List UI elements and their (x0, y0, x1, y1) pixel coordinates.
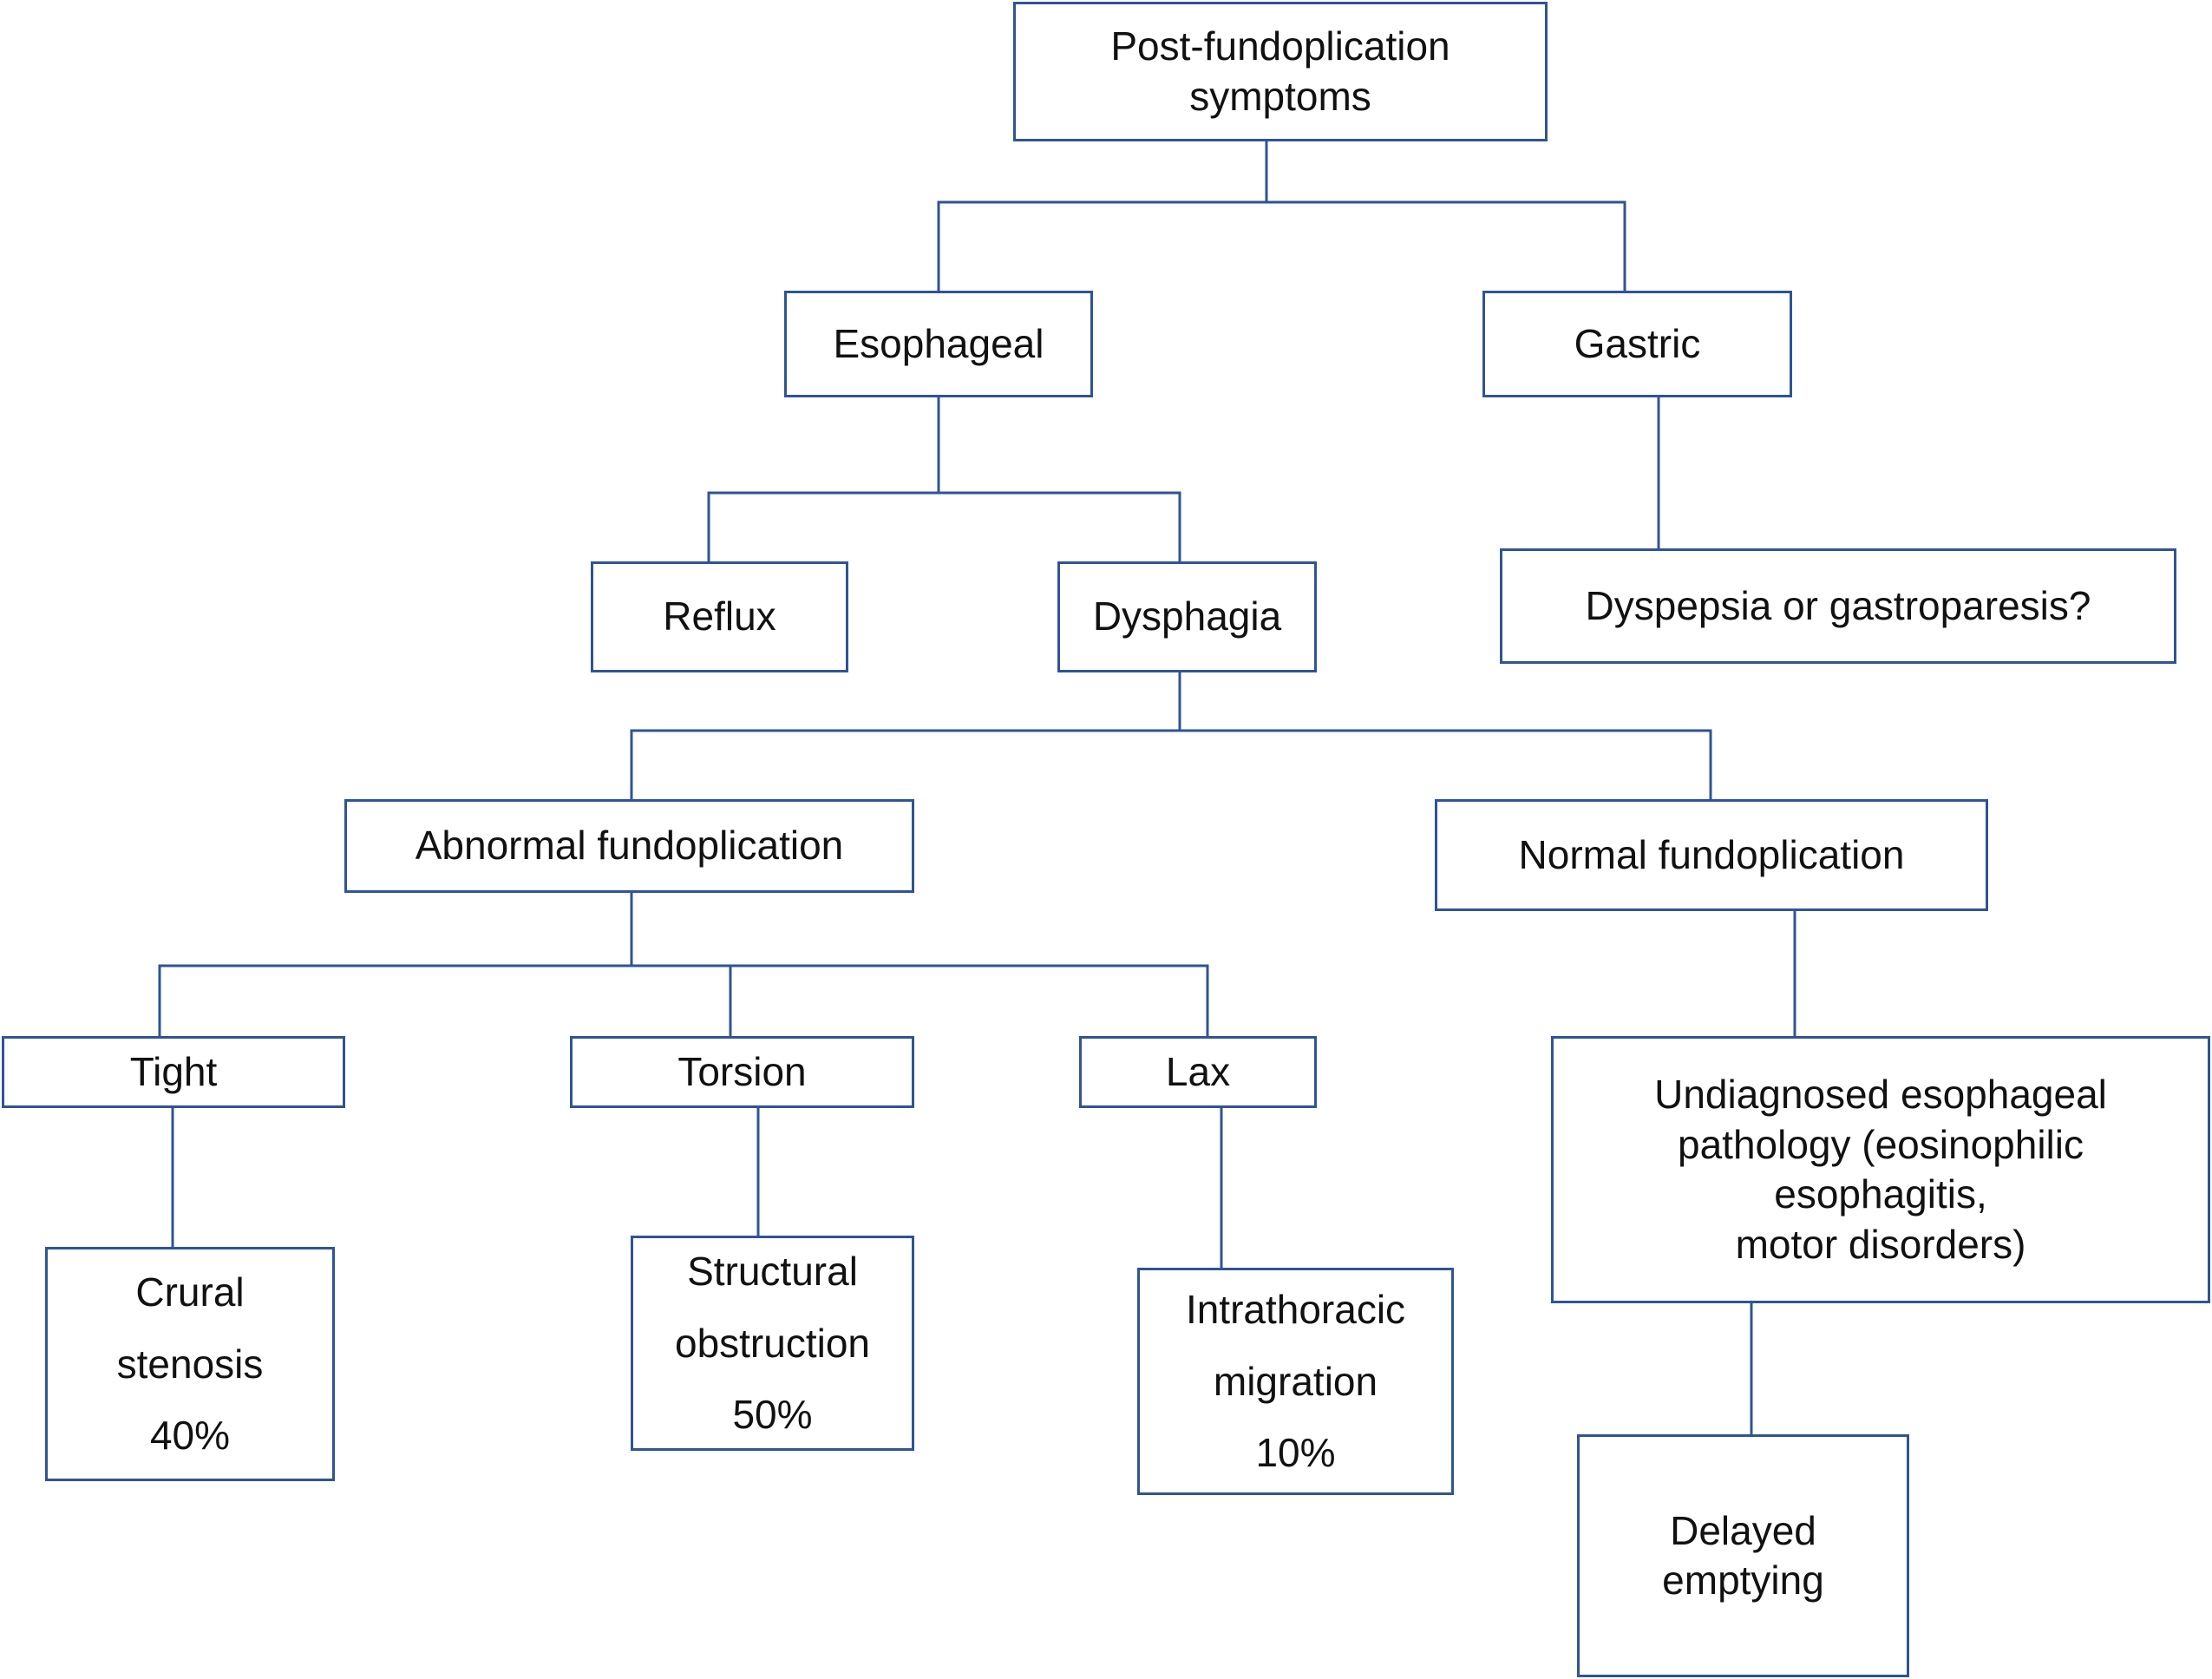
node-label: Undiagnosed esophageal pathology (eosino… (1654, 1072, 2107, 1267)
node-label: Lax (1165, 1048, 1231, 1094)
node-intrathoracic-migration: Intrathoracic migration 10% (1137, 1268, 1454, 1495)
node-label: Tight (129, 1048, 218, 1094)
node-reflux: Reflux (591, 561, 848, 672)
node-label: Gastric (1574, 320, 1701, 366)
node-label: Structural obstruction 50% (674, 1248, 870, 1438)
node-dyspepsia-or-gastroparesis: Dyspepsia or gastroparesis? (1500, 548, 2176, 664)
node-label: Crural stenosis 40% (116, 1269, 264, 1459)
node-undiagnosed-esophageal-pathology: Undiagnosed esophageal pathology (eosino… (1551, 1036, 2210, 1303)
node-label: Post-fundoplication symptoms (1110, 23, 1450, 119)
node-delayed-emptying: Delayed emptying (1577, 1434, 1909, 1677)
node-label: Intrathoracic migration 10% (1185, 1286, 1406, 1476)
node-esophageal: Esophageal (784, 291, 1093, 397)
node-post-fundoplication-symptoms: Post-fundoplication symptoms (1013, 2, 1548, 141)
node-structural-obstruction: Structural obstruction 50% (631, 1236, 914, 1451)
node-gastric: Gastric (1482, 291, 1792, 397)
node-label: Dyspepsia or gastroparesis? (1585, 582, 2091, 628)
node-label: Abnormal fundoplication (415, 823, 844, 869)
node-dysphagia: Dysphagia (1057, 561, 1317, 672)
node-label: Torsion (677, 1048, 807, 1094)
node-normal-fundoplication: Normal fundoplication (1435, 799, 1988, 911)
node-label: Normal fundoplication (1518, 831, 1905, 877)
node-label: Dysphagia (1092, 594, 1282, 639)
node-label: Esophageal (833, 320, 1044, 366)
node-abnormal-fundoplication: Abnormal fundoplication (344, 799, 914, 893)
node-crural-stenosis: Crural stenosis 40% (45, 1247, 335, 1481)
node-lax: Lax (1079, 1036, 1317, 1108)
node-label: Delayed emptying (1662, 1507, 1824, 1604)
node-label: Reflux (663, 594, 776, 639)
node-tight: Tight (2, 1036, 345, 1108)
node-torsion: Torsion (570, 1036, 914, 1108)
